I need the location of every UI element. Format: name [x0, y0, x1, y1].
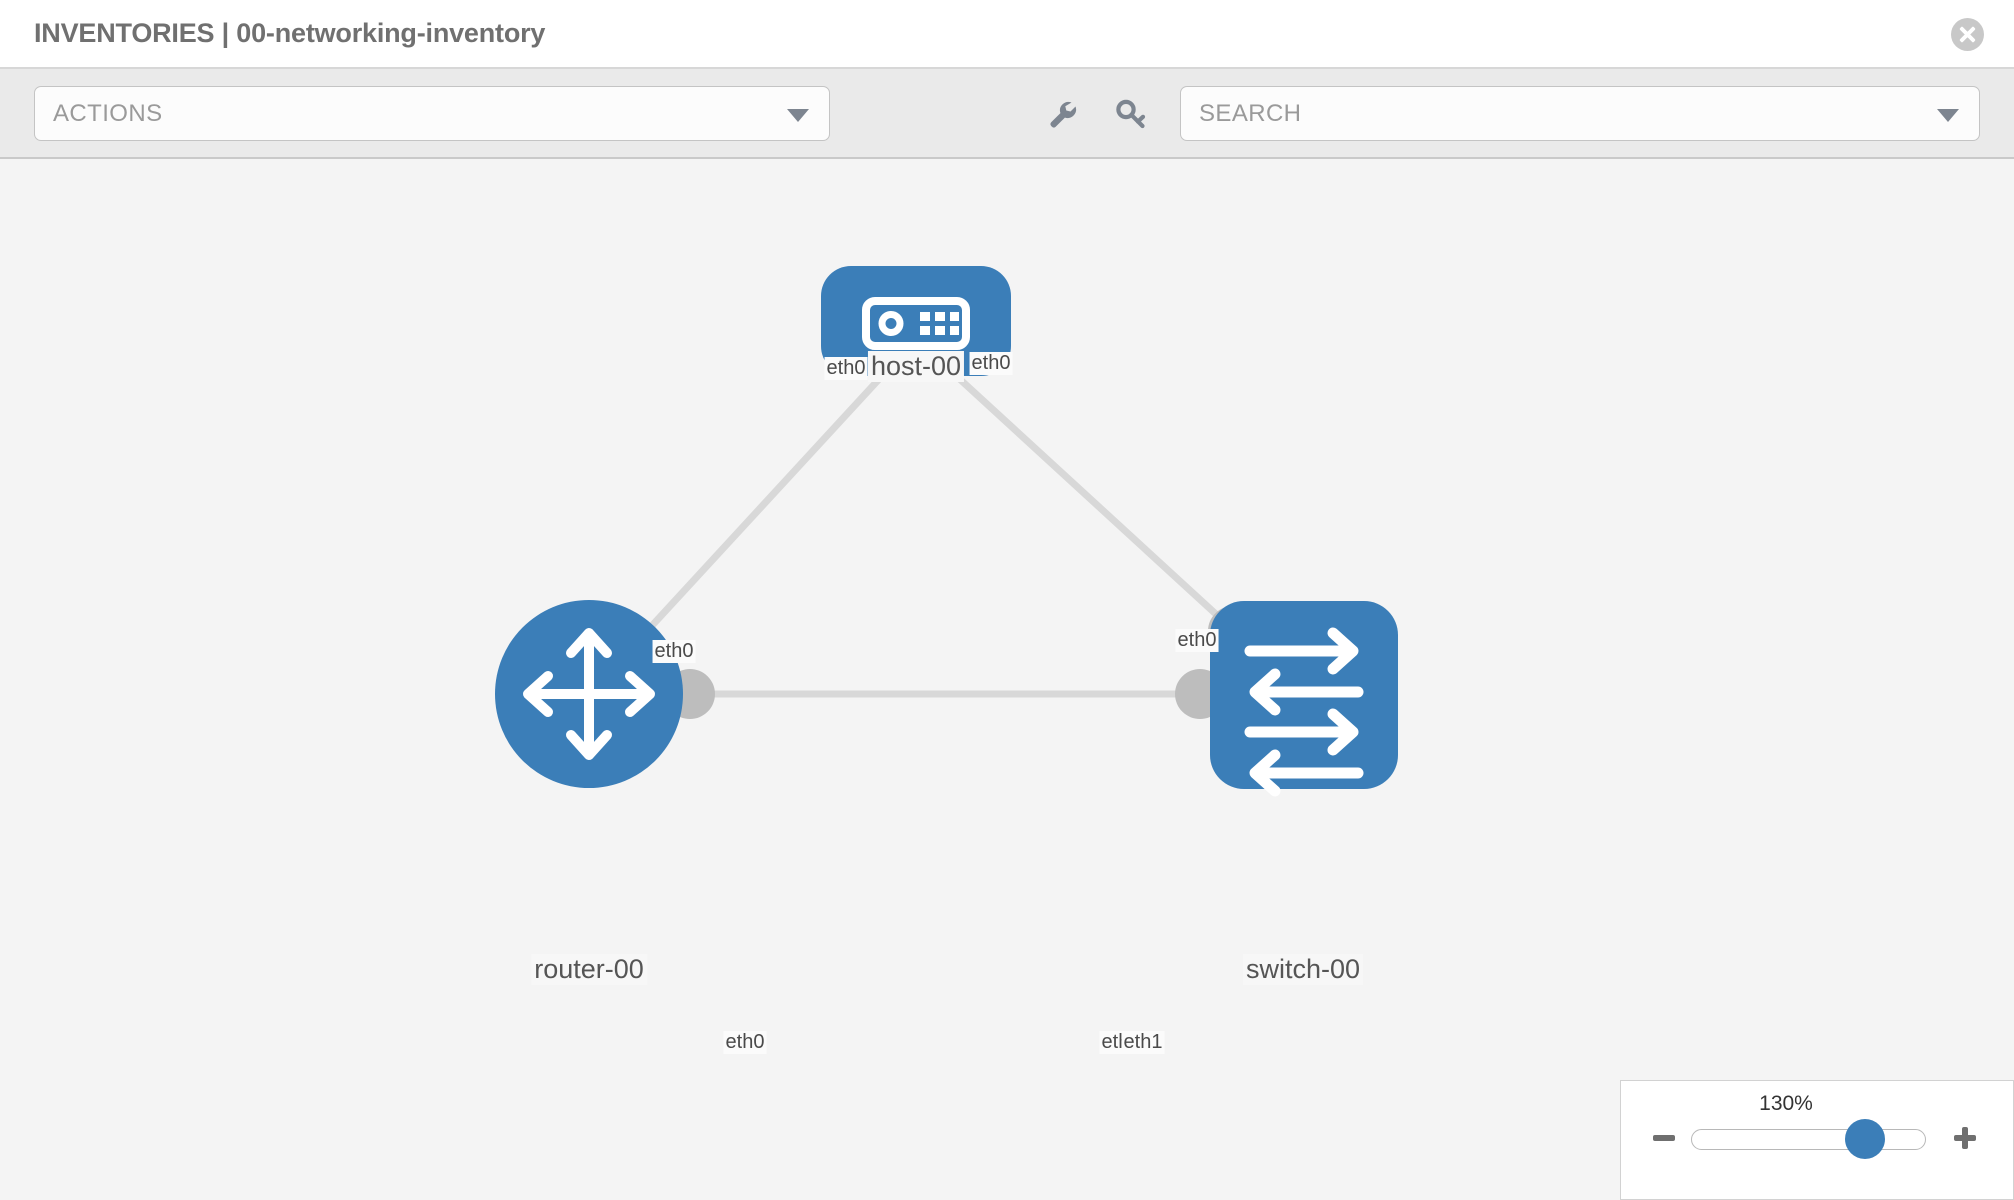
topology-canvas[interactable]: eth0 eth0 eth0 eth0 eth0 eth0 eth1 host-… [0, 159, 2014, 1200]
search-input[interactable]: SEARCH [1180, 86, 1980, 141]
toolbar: ACTIONS SEARCH [0, 69, 2014, 159]
close-icon[interactable] [1951, 18, 1984, 51]
node-label-switch: switch-00 [1242, 954, 1364, 985]
actions-dropdown-label: ACTIONS [53, 100, 163, 127]
iface-label: eth0 [1175, 629, 1219, 652]
search-placeholder: SEARCH [1199, 100, 1302, 127]
iface-label: eth0 [824, 357, 868, 380]
zoom-slider-track[interactable] [1691, 1129, 1926, 1150]
node-host-00-shape [821, 266, 1011, 376]
minus-icon[interactable] [1651, 1125, 1677, 1151]
node-label-host: host-00 [867, 351, 965, 382]
iface-label: eth0 [969, 352, 1013, 375]
chevron-down-icon [787, 109, 809, 122]
actions-dropdown[interactable]: ACTIONS [34, 86, 830, 141]
iface-label: eth0 [652, 640, 696, 663]
key-icon[interactable] [1114, 97, 1148, 131]
node-host-00 [821, 266, 1011, 376]
iface-label: eth1 [1121, 1031, 1165, 1054]
node-router-00 [495, 600, 683, 788]
page-header: INVENTORIES | 00-networking-inventory [0, 0, 2014, 69]
node-switch-00 [1210, 601, 1398, 797]
zoom-control-panel: 130% [1620, 1080, 2014, 1200]
node-label-router: router-00 [531, 954, 647, 985]
router-arrows-icon [523, 628, 655, 760]
server-icon [862, 297, 970, 350]
switch-arrows-icon [1244, 627, 1364, 797]
plus-icon[interactable] [1952, 1125, 1978, 1151]
zoom-slider-handle[interactable] [1845, 1119, 1885, 1159]
wrench-icon[interactable] [1046, 97, 1080, 131]
iface-label: eth0 [723, 1031, 767, 1054]
page-title: INVENTORIES | 00-networking-inventory [34, 18, 546, 48]
chevron-down-icon[interactable] [1937, 109, 1959, 122]
topology-graph [495, 266, 1398, 797]
zoom-level-value: 130% [1759, 1092, 1813, 1115]
